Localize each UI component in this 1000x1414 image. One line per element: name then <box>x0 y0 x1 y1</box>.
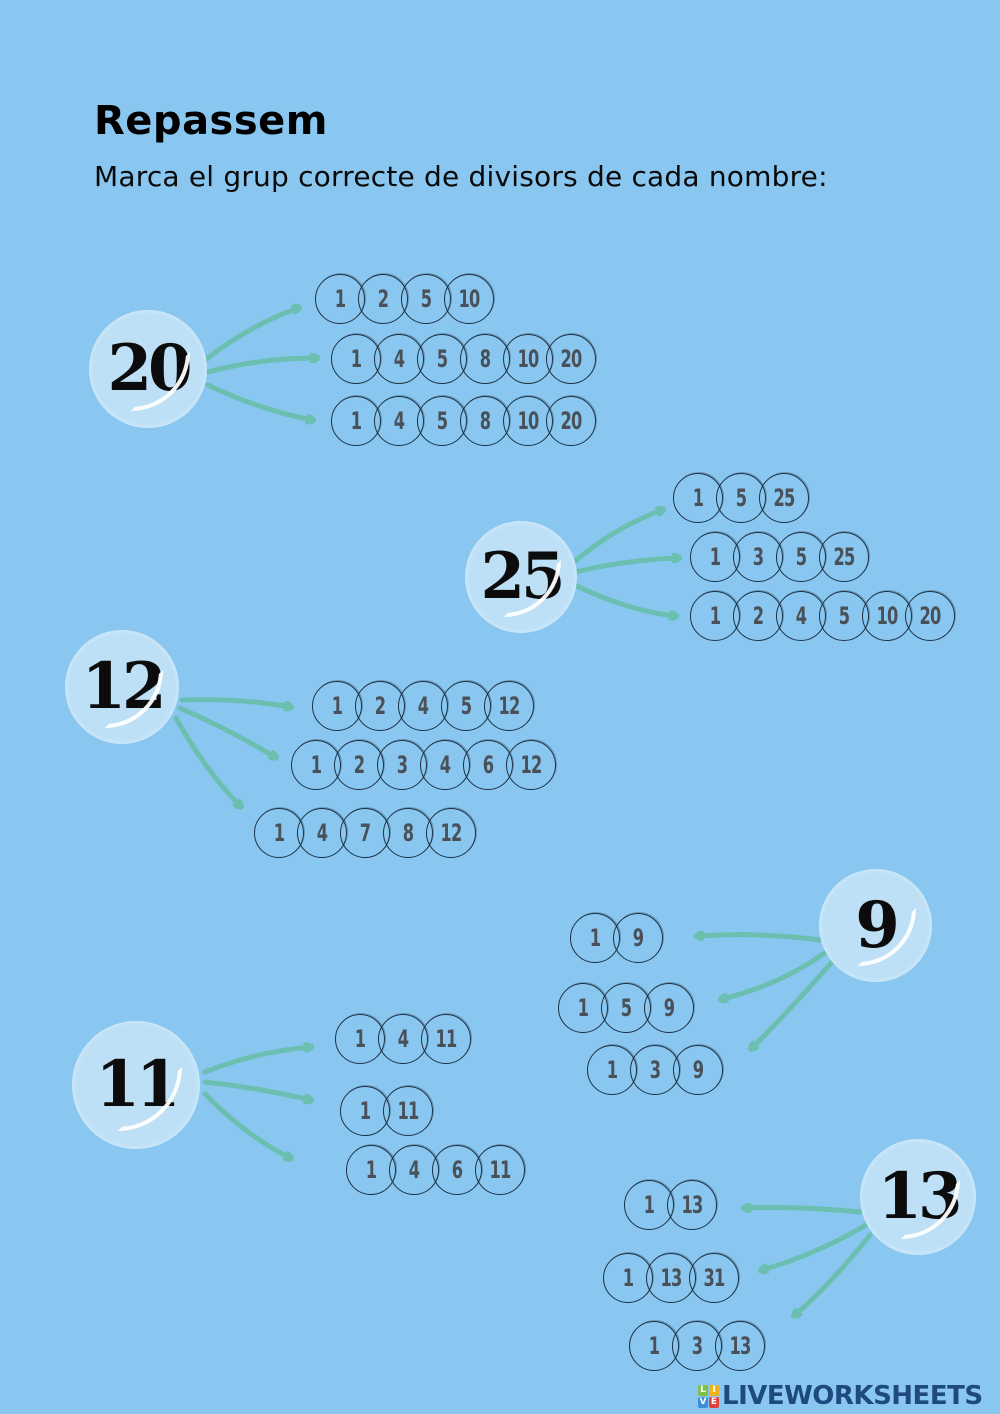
option-13-a[interactable]: 1 13 <box>624 1180 717 1230</box>
number-bubble-12: 12 <box>65 630 179 744</box>
divisor-bubble: 20 <box>546 396 596 446</box>
divisor-bubble: 25 <box>759 473 809 523</box>
arrow-12-c <box>173 715 240 806</box>
page-title: Repassem <box>94 98 328 144</box>
shine-icon <box>858 908 917 967</box>
arrow-25-a <box>570 510 662 566</box>
divisor-bubble: 11 <box>421 1014 471 1064</box>
divisor-bubble: 12 <box>506 740 556 790</box>
option-12-c[interactable]: 1 4 7 8 12 <box>254 808 476 858</box>
arrow-12-b <box>177 705 275 757</box>
option-11-b[interactable]: 1 11 <box>340 1086 433 1136</box>
option-12-a[interactable]: 1 2 4 5 12 <box>312 681 534 731</box>
arrow-9-b <box>722 949 829 999</box>
arrow-25-b <box>572 558 678 575</box>
arrow-13-c <box>795 1232 873 1315</box>
divisor-bubble: 20 <box>546 334 596 384</box>
arrow-11-b <box>202 1079 310 1100</box>
arrow-9-c <box>752 959 835 1048</box>
divisor-bubble: 12 <box>426 808 476 858</box>
option-9-a[interactable]: 1 9 <box>570 913 663 963</box>
arrow-12-a <box>179 697 290 707</box>
arrow-11-a <box>202 1047 310 1075</box>
divisor-bubble: 31 <box>689 1253 739 1303</box>
option-11-a[interactable]: 1 4 11 <box>335 1014 471 1064</box>
option-12-b[interactable]: 1 2 3 4 6 12 <box>291 740 556 790</box>
number-bubble-25: 25 <box>465 521 577 633</box>
arrow-11-c <box>202 1091 290 1158</box>
logo-text: LIVEWORKSHEETS <box>722 1381 983 1411</box>
divisor-bubble: 9 <box>644 983 694 1033</box>
divisor-bubble: 20 <box>905 591 955 641</box>
divisor-bubble: 13 <box>715 1321 765 1371</box>
divisor-bubble: 12 <box>484 681 534 731</box>
option-20-a[interactable]: 1 2 5 10 <box>315 274 494 324</box>
option-9-b[interactable]: 1 5 9 <box>558 983 694 1033</box>
arrow-20-b <box>205 358 316 375</box>
option-20-b[interactable]: 1 4 5 8 10 20 <box>331 334 596 384</box>
option-25-c[interactable]: 1 2 4 5 10 20 <box>690 591 955 641</box>
option-25-a[interactable]: 1 5 25 <box>673 473 809 523</box>
divisor-bubble: 13 <box>667 1180 717 1230</box>
arrow-13-b <box>762 1222 869 1270</box>
option-20-c[interactable]: 1 4 5 8 10 20 <box>331 396 596 446</box>
arrow-13-a <box>745 1208 863 1215</box>
logo-tiles-icon: L I V E <box>698 1384 719 1408</box>
divisor-bubble: 11 <box>383 1086 433 1136</box>
option-13-b[interactable]: 1 13 31 <box>603 1253 739 1303</box>
number-bubble-13: 13 <box>860 1139 976 1255</box>
arrow-9-a <box>698 935 823 943</box>
liveworksheets-logo[interactable]: L I V E LIVEWORKSHEETS <box>698 1381 983 1411</box>
divisor-bubble: 25 <box>819 532 869 582</box>
arrow-25-c <box>572 582 675 616</box>
number-bubble-9: 9 <box>819 869 932 982</box>
instructions: Marca el grup correcte de divisors de ca… <box>94 160 828 193</box>
arrow-20-c <box>205 382 312 420</box>
number-bubble-11: 11 <box>72 1021 200 1149</box>
divisor-bubble: 9 <box>613 913 663 963</box>
divisor-bubble: 9 <box>673 1045 723 1095</box>
number-bubble-20: 20 <box>89 310 207 428</box>
divisor-bubble: 10 <box>444 274 494 324</box>
option-13-c[interactable]: 1 3 13 <box>629 1321 765 1371</box>
arrow-20-a <box>202 308 298 363</box>
option-9-c[interactable]: 1 3 9 <box>587 1045 723 1095</box>
option-25-b[interactable]: 1 3 5 25 <box>690 532 869 582</box>
divisor-bubble: 11 <box>475 1145 525 1195</box>
option-11-c[interactable]: 1 4 6 11 <box>346 1145 525 1195</box>
